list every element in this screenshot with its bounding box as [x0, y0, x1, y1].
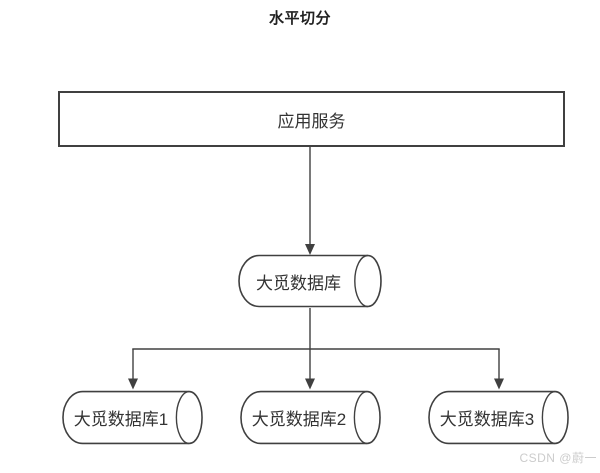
node-db-3: 大觅数据库3: [428, 390, 570, 445]
diagram-title: 水平切分: [268, 10, 331, 27]
node-main-db-label: 大觅数据库: [256, 273, 341, 293]
node-db-1: 大觅数据库1: [62, 390, 204, 445]
arrowhead-maindb-icon: [305, 244, 315, 255]
arrowhead-db2-icon: [305, 378, 315, 390]
cylinder-shape-icon: [240, 390, 381, 445]
watermark: CSDN @蔚一: [519, 451, 597, 465]
cylinder-shape-icon: [62, 390, 203, 445]
arrowhead-db1-icon: [128, 378, 138, 390]
node-db-1-label: 大觅数据库1: [73, 410, 169, 429]
cylinder-shape-icon: [238, 254, 382, 308]
node-main-db: 大觅数据库: [238, 254, 383, 308]
node-app-service-label: 应用服务: [277, 111, 346, 131]
arrowhead-db3-icon: [494, 378, 504, 390]
node-db-3-label: 大觅数据库3: [439, 410, 535, 429]
node-db-2-label: 大觅数据库2: [251, 410, 347, 429]
node-db-2: 大觅数据库2: [240, 390, 382, 445]
cylinder-shape-icon: [428, 390, 569, 445]
node-app-service: 应用服务: [58, 91, 565, 147]
